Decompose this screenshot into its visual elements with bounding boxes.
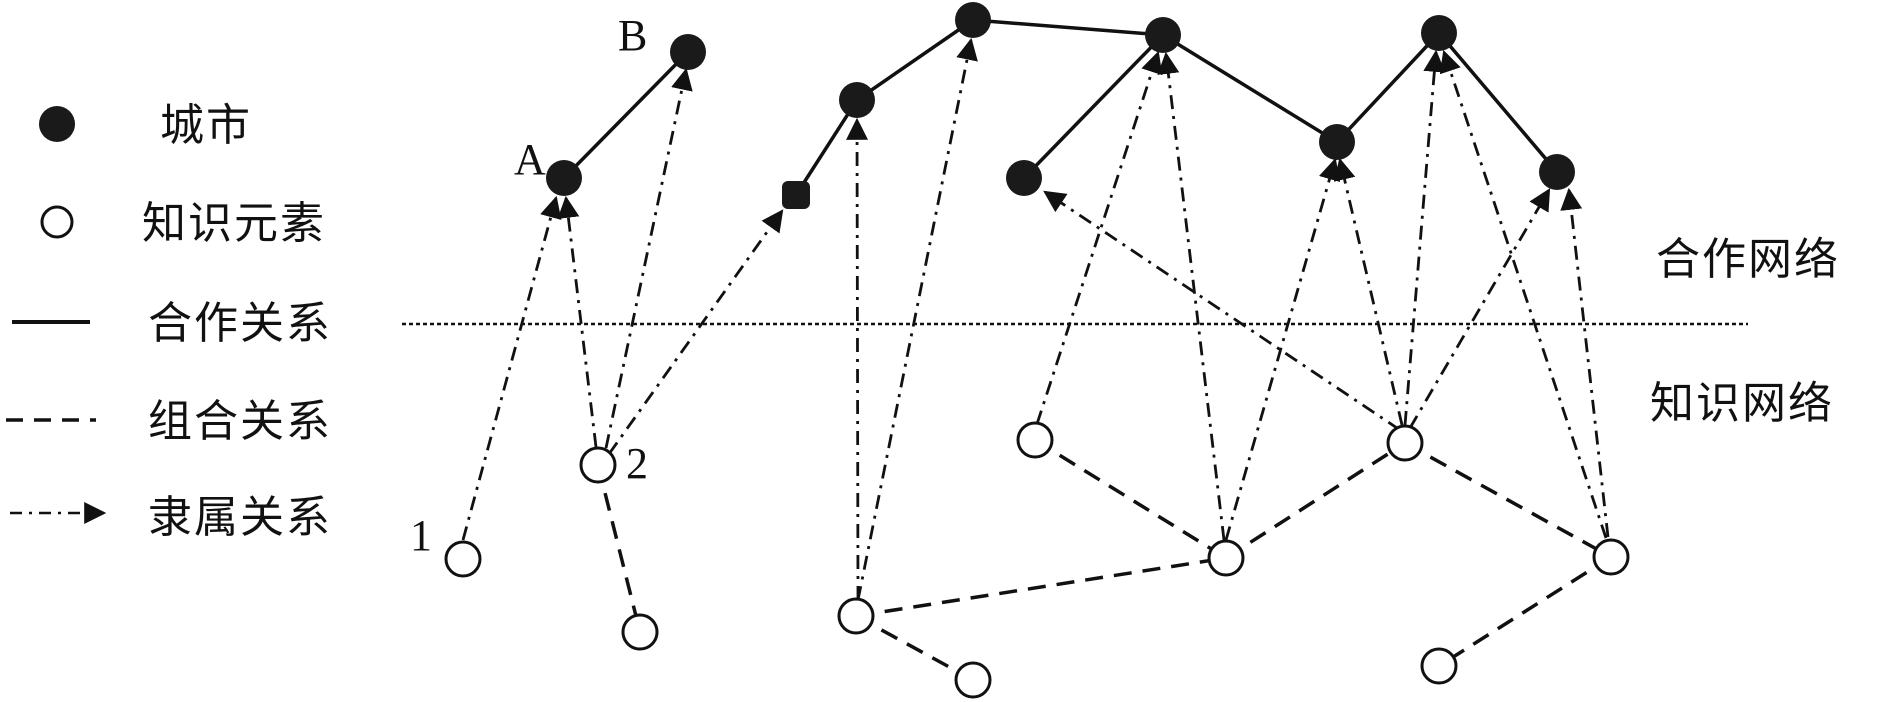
knowledge-node-2 [579,446,617,484]
city-node [1145,17,1181,53]
cooperation-edge [1437,31,1559,174]
knowledge-node [1016,421,1054,459]
knowledge-node-1 [444,540,482,578]
city-nodes [546,2,1575,209]
city-node [1421,15,1457,51]
city-b-label: B [618,11,647,60]
city-node [1319,124,1355,160]
combination-edge [596,464,642,633]
knowledge-node [837,597,875,635]
affiliation-arrow [1403,49,1446,426]
cooperation-edge [1335,31,1441,144]
affiliation-arrow [461,195,562,541]
affiliation-arrow [1439,49,1608,539]
affiliation-arrow [1043,190,1401,432]
combination-edge [855,614,974,682]
affiliation-arrow [1035,50,1163,425]
affiliation-arrow [856,37,978,601]
combination-edges [596,438,1612,682]
affiliation-edges [461,37,1610,601]
affiliation-arrow [1408,188,1551,429]
knowledge-node [954,661,992,699]
affiliation-arrow [557,195,598,448]
affiliation-arrow [1157,51,1226,541]
affiliation-arrow [846,117,869,601]
affiliation-arrow [607,209,784,455]
legend-cooperation-label: 合作关系 [148,298,332,349]
combination-edge [1438,555,1612,668]
city-node [839,82,875,118]
cooperation-edge [794,99,859,196]
cooperation-network-label: 合作网络 [1656,234,1840,285]
cooperation-edge [562,50,690,180]
cooperation-edge [1022,33,1165,180]
knowledge-1-label: 1 [410,511,432,560]
city-node [1006,160,1042,196]
combination-edge [1225,441,1406,560]
cooperation-edge [856,18,974,102]
city-node-b [670,34,706,70]
knowledge-node [621,613,659,651]
cooperation-edge [972,18,1164,37]
legend: 城市 知识元素 合作关系 组合关系 隶属关系 [6,100,332,543]
city-node-square [782,181,810,209]
knowledge-node [1592,538,1630,576]
affiliation-arrow [604,67,693,449]
legend-combination-label: 组合关系 [148,396,332,447]
knowledge-node [1386,424,1424,462]
city-node [955,2,991,38]
affiliation-arrow [1333,157,1404,426]
cooperation-edge [1162,33,1338,144]
legend-affiliation-label: 隶属关系 [148,492,332,543]
cooperation-edges [562,18,1559,196]
city-a-label: A [514,135,546,184]
legend-city-label: 城市 [160,100,252,151]
city-node [1539,154,1575,190]
knowledge-node [1420,647,1458,685]
affiliation-arrow [1560,187,1610,538]
knowledge-node [1207,539,1245,577]
combination-edge [1404,441,1612,559]
knowledge-network-label: 知识网络 [1650,378,1834,429]
legend-knowledge-label: 知识元素 [142,198,326,249]
affiliation-arrow [1224,157,1341,541]
knowledge-2-label: 2 [626,439,648,488]
combination-edge [1034,438,1227,560]
combination-edge [855,556,1227,618]
legend-knowledge-symbol [40,205,74,239]
legend-city-symbol [39,106,75,142]
knowledge-nodes [444,421,1630,699]
city-node-a [546,160,582,196]
